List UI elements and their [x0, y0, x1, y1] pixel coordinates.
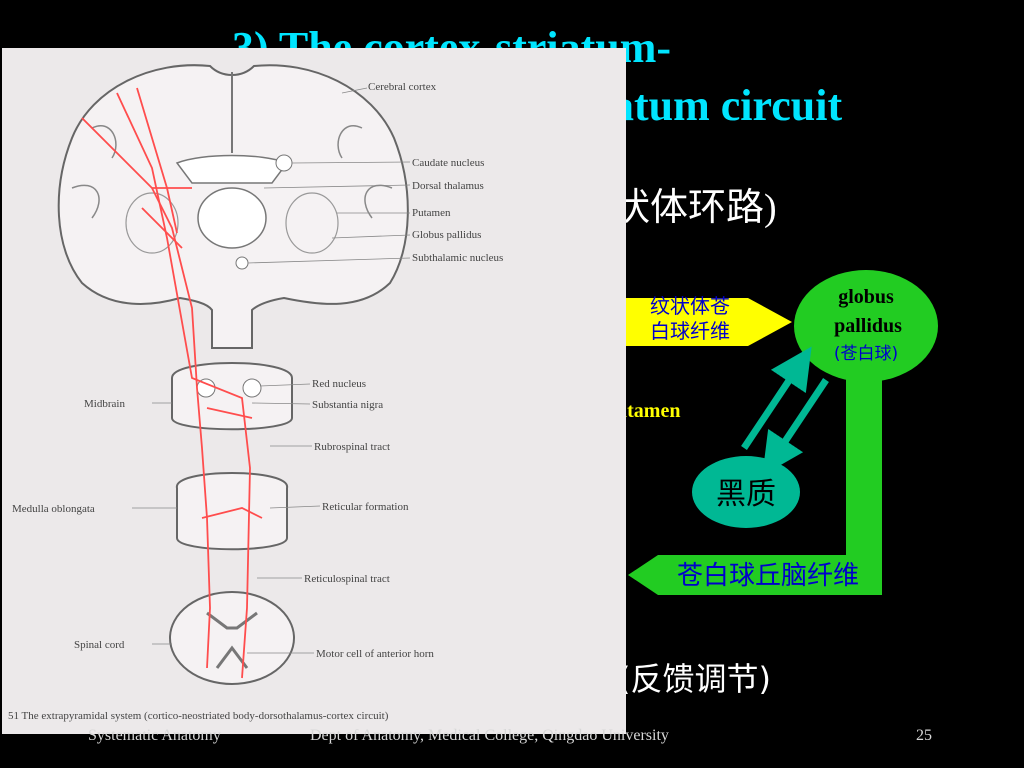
globus-text-1: globus: [838, 286, 894, 308]
lentiform-right: [285, 192, 339, 254]
label-substantia-nigra: Substantia nigra: [312, 399, 383, 411]
putamen-label: utamen: [616, 400, 681, 422]
footer-left: Systematic Anatomy: [88, 727, 221, 744]
pallido-thalamic-text: 苍白球丘脑纤维: [677, 561, 859, 591]
label-reticulospinal: Reticulospinal tract: [304, 573, 390, 585]
arrow-nigra-to-globus: [741, 346, 812, 450]
yellow-arrow-text-1: 纹状体苍: [650, 294, 730, 318]
extrapyramidal-figure: Cerebral cortex Caudate nucleus Dorsal t…: [8, 64, 503, 722]
footer-page-number: 25: [916, 727, 932, 744]
spinal-cord-shape: [169, 591, 295, 685]
label-cerebral-cortex: Cerebral cortex: [368, 81, 437, 93]
subthalamic-circle: [235, 256, 249, 270]
figure-caption: 51 The extrapyramidal system (cortico-ne…: [8, 710, 389, 722]
globus-pallidus-node: [794, 270, 938, 382]
arrow-globus-to-nigra: [762, 378, 829, 476]
subtitle-cn: 状体环路: [612, 185, 765, 229]
label-medulla: Medulla oblongata: [12, 503, 95, 515]
gyri-lines: [71, 125, 393, 219]
label-subthalamic: Subthalamic nucleus: [412, 252, 503, 264]
ventricles: [175, 154, 289, 184]
subtitle-paren: ): [764, 187, 777, 229]
footer-center: Dept of Anatomy, Medical College, Qingda…: [310, 727, 669, 744]
label-globus: Globus pallidus: [412, 229, 481, 241]
midbrain-shape: [171, 362, 293, 431]
feedback-label: (反馈调节): [618, 660, 771, 698]
label-caudate: Caudate nucleus: [412, 157, 484, 169]
globus-text-2: pallidus: [834, 315, 902, 337]
lentiform-left: [125, 192, 179, 254]
slide-subtitle: 状体环路): [612, 176, 777, 231]
pathway-lines: [81, 87, 263, 679]
label-midbrain: Midbrain: [84, 398, 125, 410]
globus-text-cn: (苍白球): [834, 344, 898, 364]
label-rubrospinal: Rubrospinal tract: [314, 441, 390, 453]
caudate-circle: [275, 154, 293, 172]
label-thalamus: Dorsal thalamus: [412, 180, 484, 192]
thalamus-shape: [197, 187, 267, 249]
label-red-nucleus: Red nucleus: [312, 378, 366, 390]
label-putamen: Putamen: [412, 207, 451, 219]
label-spinal-cord: Spinal cord: [74, 639, 125, 651]
substantia-nigra-text: 黑质: [716, 477, 776, 512]
red-nucleus-right: [242, 378, 262, 398]
substantia-nigra-node: [692, 456, 800, 528]
yellow-arrow: [620, 298, 792, 346]
label-reticular-formation: Reticular formation: [322, 501, 409, 513]
yellow-arrow-text-2: 白球纤维: [650, 319, 730, 343]
slide-title-line2: atum circuit: [612, 81, 843, 130]
leader-lines: [132, 87, 411, 654]
green-arrow-left: [628, 555, 882, 595]
label-motor-cell: Motor cell of anterior horn: [316, 648, 434, 660]
